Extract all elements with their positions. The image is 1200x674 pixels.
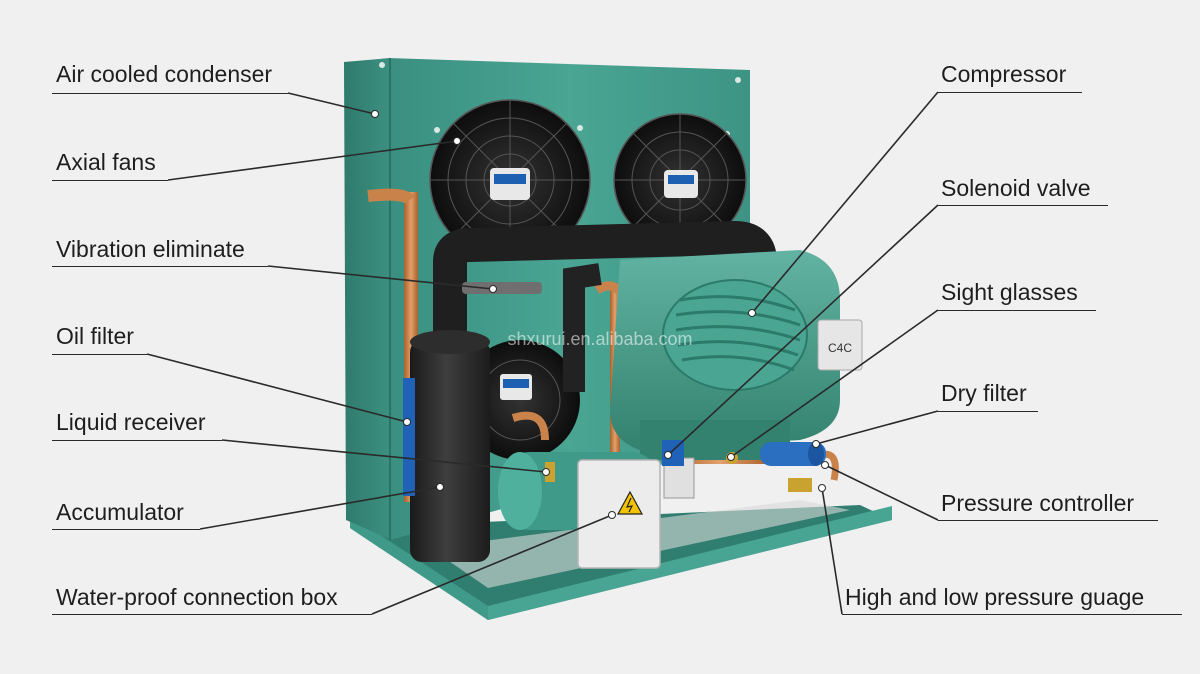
compressor: [610, 250, 840, 499]
label-underline: [52, 440, 222, 441]
label-air-cooled-condenser: Air cooled condenser: [56, 61, 273, 87]
accumulator: [403, 330, 490, 562]
label-compressor: Compressor: [941, 61, 1067, 87]
label-underline: [52, 354, 147, 355]
dry-filter: [760, 442, 826, 466]
label-underline: [52, 266, 268, 267]
watermark: shxurui.en.alibaba.com: [507, 329, 692, 349]
label-pressure-controller: Pressure controller: [941, 490, 1135, 516]
vibration-eliminator: [462, 282, 542, 294]
label-underline: [842, 614, 1182, 615]
label-high-and-low-pressure-gauge: High and low pressure guage: [845, 584, 1145, 610]
axial-fan-left: [429, 99, 591, 261]
label-water-proof-connection-box: Water-proof connection box: [56, 584, 338, 610]
label-underline: [52, 614, 372, 615]
label-axial-fans: Axial fans: [56, 149, 156, 175]
box-logo: C4C: [828, 341, 852, 355]
label-underline: [938, 520, 1158, 521]
warning-triangle: [616, 490, 644, 515]
label-underline: [938, 205, 1108, 206]
label-vibration-eliminate: Vibration eliminate: [56, 236, 245, 262]
leader-dots: [371, 110, 829, 519]
label-accumulator: Accumulator: [56, 499, 184, 525]
label-liquid-receiver: Liquid receiver: [56, 409, 206, 435]
label-underline: [52, 93, 288, 94]
label-dry-filter: Dry filter: [941, 380, 1027, 406]
label-underline: [938, 411, 1038, 412]
label-solenoid-valve: Solenoid valve: [941, 175, 1091, 201]
label-underline: [52, 180, 168, 181]
connection-box: [577, 459, 661, 569]
leader-lines: [146, 91, 939, 615]
label-underline: [52, 529, 200, 530]
high-voltage-icon: [625, 497, 634, 513]
label-oil-filter: Oil filter: [56, 323, 134, 349]
axial-fan-right: [613, 113, 747, 247]
label-sight-glasses: Sight glasses: [941, 279, 1078, 305]
pressure-gauge-valve: [788, 478, 812, 492]
label-underline: [938, 92, 1082, 93]
pressure-controller-box: C4C: [817, 319, 863, 371]
label-underline: [938, 310, 1096, 311]
solenoid-valve: [662, 440, 684, 466]
